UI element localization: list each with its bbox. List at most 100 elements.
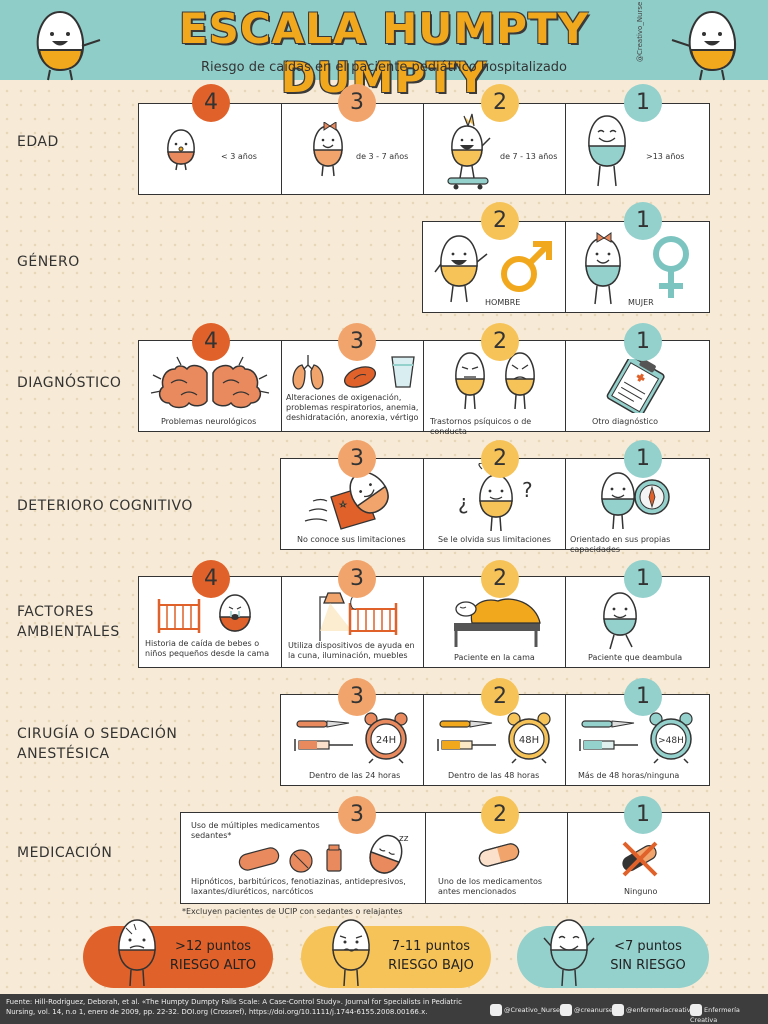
cell-text: Otro diagnóstico [592, 417, 659, 426]
cell-diagnostico-2: Trastornos psíquicos o de conducta [423, 341, 565, 436]
score-badge-3: 3 [338, 560, 376, 598]
score-badge-3: 3 [338, 440, 376, 478]
cell-text: Orientado en sus propias capacidades [570, 535, 671, 554]
row-factores: Historia de caída de bebes o niños peque… [138, 576, 710, 668]
cell-diagnostico-1: Otro diagnóstico [565, 341, 711, 431]
summary-range: <7 puntos [614, 939, 682, 954]
skater-egg-icon [447, 113, 491, 190]
superhero-egg-icon [304, 471, 389, 530]
boy-egg-icon [434, 235, 488, 303]
clock-text: 48H [519, 735, 539, 746]
social-instagram[interactable]: @enfermeriacreativa [612, 1004, 695, 1016]
cell-text: MUJER [628, 298, 654, 307]
score-badge-4: 4 [192, 323, 230, 361]
cell-genero-1: MUJER [565, 222, 711, 312]
brain-icon [150, 356, 270, 409]
cell-text: Paciente que deambula [588, 653, 683, 662]
cell-text: de 3 - 7 años [356, 152, 409, 161]
source-citation: Fuente: Hill-Rodriguez, Deborah, et al. … [6, 998, 462, 1016]
cell-text: Historia de caída de bebes o niños peque… [145, 639, 270, 658]
header-bar [0, 0, 768, 80]
cell-genero-2: HOMBRE [423, 222, 565, 312]
alarm-clock-icon: >48H [649, 712, 693, 764]
cell-edad-3: de 3 - 7 años [281, 104, 423, 194]
score-badge-1: 1 [624, 440, 662, 478]
cell-text: Dentro de las 48 horas [448, 771, 540, 780]
row-label-factores: FACTORES AMBIENTALES [17, 604, 120, 640]
summary-risk: RIESGO BAJO [388, 958, 474, 973]
bed-icon [454, 598, 541, 647]
row-genero: HOMBRE MUJER [422, 221, 710, 313]
summary-text: 7-11 puntos RIESGO BAJO [371, 937, 491, 975]
egg-mascot-left-icon [36, 10, 101, 81]
alarm-clock-icon: 24H [364, 712, 408, 764]
nervous-egg-icon [332, 919, 370, 987]
cell-text: de 7 - 13 años [500, 152, 558, 161]
cell-deterioro-3: No conoce sus limitaciones [281, 459, 423, 549]
summary-risk: RIESGO ALTO [169, 958, 257, 973]
cell-text: No conoce sus limitaciones [297, 535, 406, 544]
score-badge-2: 2 [481, 440, 519, 478]
cell-edad-2: de 7 - 13 años [423, 104, 565, 194]
instagram-icon [612, 1004, 624, 1016]
cell-text: Se le olvida sus limitaciones [438, 535, 551, 544]
cell-medicacion-3: Uso de múltiples medicamentos sedantes* … [181, 813, 425, 903]
clipboard-icon [606, 359, 665, 413]
cell-deterioro-2: ¿ ? Se le olvida sus limitaciones [423, 459, 565, 549]
cell-text: Hipnóticos, barbitúricos, fenotiazinas, … [191, 877, 406, 896]
pill-icon [478, 843, 520, 867]
worried-egg-icon [118, 919, 156, 987]
lamp-crib-icon [319, 592, 398, 641]
score-badge-2: 2 [481, 678, 519, 716]
cell-text: < 3 años [221, 152, 257, 161]
cell-text-top: Uso de múltiples medicamentos sedantes* [191, 821, 320, 840]
cell-edad-4: < 3 años [139, 104, 281, 194]
happy-egg-icon [543, 919, 595, 987]
social-twitter[interactable]: @Creativo_Nurse [490, 1004, 560, 1016]
baby-egg-icon [167, 129, 195, 171]
egg-mascot-right-icon [671, 10, 737, 81]
score-badge-2: 2 [481, 323, 519, 361]
footnote: *Excluyen pacientes de UCIP con sedantes… [182, 907, 403, 916]
scalpel-syringe-icon [579, 720, 638, 751]
score-badge-3: 3 [338, 84, 376, 122]
worried-eggs-icon [455, 352, 535, 410]
score-badge-2: 2 [481, 560, 519, 598]
row-label-medicacion: MEDICACIÓN [17, 845, 113, 861]
row-label-diagnostico: DIAGNÓSTICO [17, 375, 122, 391]
cell-cirugia-3: 24H Dentro de las 24 horas [281, 695, 423, 785]
female-symbol-icon [653, 236, 689, 298]
summary-text: >12 puntos RIESGO ALTO [153, 937, 273, 975]
cell-factores-2: Paciente en la cama [423, 577, 565, 667]
score-badge-4: 4 [192, 84, 230, 122]
social-youtube[interactable]: Enfermería Creativa [690, 1004, 740, 1024]
teen-egg-icon [588, 115, 626, 187]
cell-text: >13 años [646, 152, 685, 161]
cell-factores-1: Paciente que deambula [565, 577, 711, 667]
cell-cirugia-2: 48H Dentro de las 48 horas [423, 695, 565, 785]
no-pill-icon [622, 841, 658, 877]
walking-egg-icon [603, 592, 637, 650]
cell-deterioro-1: Orientado en sus propias capacidades [565, 459, 711, 554]
compass-egg-icon [601, 472, 670, 530]
score-badge-1: 1 [624, 796, 662, 834]
cell-text: Alteraciones de oxigenación, problemas r… [286, 393, 419, 422]
row-label-genero: GÉNERO [17, 254, 80, 270]
score-badge-1: 1 [624, 84, 662, 122]
cell-text: Trastornos psíquicos o de conducta [430, 417, 532, 436]
lungs-cell-water-icon [292, 355, 415, 390]
score-badge-3: 3 [338, 796, 376, 834]
cell-factores-3: Utiliza dispositivos de ayuda en la cuna… [281, 577, 423, 667]
cell-text: Dentro de las 24 horas [309, 771, 401, 780]
row-edad: < 3 años de 3 - 7 años de 7 - 13 años [138, 103, 710, 195]
cell-text: Ninguno [624, 887, 658, 896]
page-subtitle: Riesgo de caídas en el paciente pediátri… [200, 60, 568, 75]
clock-text: 24H [376, 735, 396, 746]
score-badge-1: 1 [624, 323, 662, 361]
facebook-icon [560, 1004, 572, 1016]
cell-cirugia-1: >48H Más de 48 horas/ninguna [565, 695, 711, 785]
social-facebook[interactable]: @creanurse [560, 1004, 613, 1016]
row-diagnostico: Problemas neurológicos Alteraciones de o… [138, 340, 711, 436]
crib-crying-egg-icon [157, 594, 251, 633]
row-label-deterioro: DETERIORO COGNITIVO [17, 498, 193, 514]
